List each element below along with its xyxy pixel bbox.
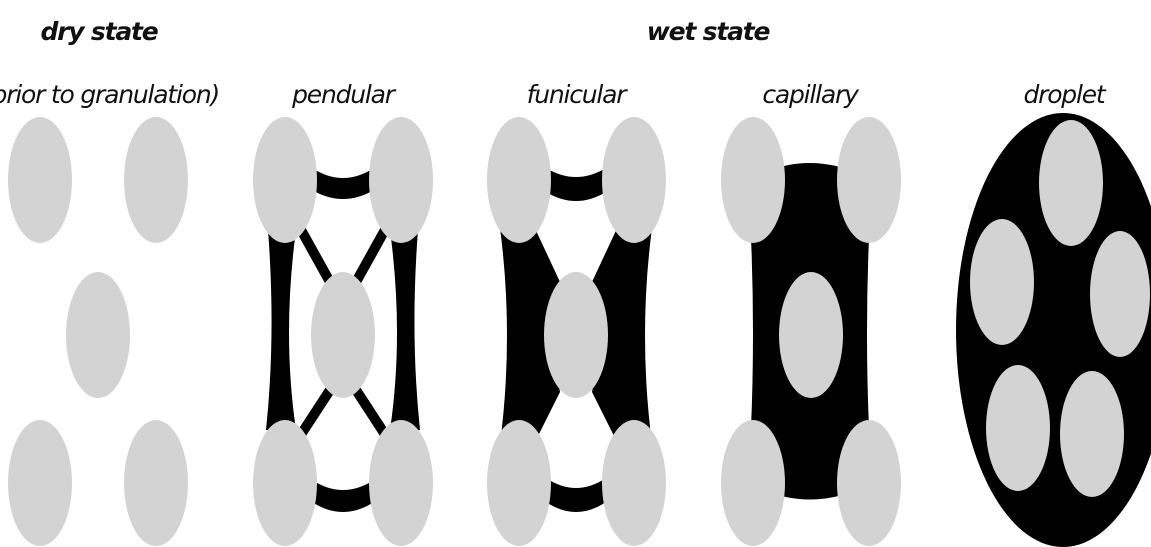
- capillary-panel: [721, 117, 901, 546]
- pendular-label: pendular: [291, 80, 397, 109]
- liquid-bridge: [312, 480, 374, 512]
- particle: [721, 420, 785, 546]
- particle: [1039, 120, 1103, 246]
- liquid-bridge: [300, 390, 330, 436]
- particle: [986, 365, 1050, 491]
- particle: [487, 420, 551, 546]
- liquid-bridge: [312, 168, 374, 199]
- dry-state-heading: dry state: [40, 17, 157, 46]
- pendular-panel: [253, 117, 433, 546]
- dry-state-panel: [8, 117, 188, 546]
- particle: [779, 272, 843, 398]
- particle: [602, 420, 666, 546]
- funicular-panel: [487, 117, 666, 546]
- particle: [1060, 371, 1124, 497]
- particle: [1090, 231, 1150, 357]
- liquid-bridge: [390, 230, 420, 430]
- particle: [602, 117, 666, 243]
- particle: [124, 420, 188, 546]
- liquid-bridge: [266, 230, 296, 430]
- liquid-bridge: [300, 228, 330, 282]
- particle: [66, 272, 130, 398]
- particle: [721, 117, 785, 243]
- particle: [837, 117, 901, 243]
- dry-state-subheading: (prior to granulation): [0, 80, 219, 109]
- capillary-label: capillary: [762, 80, 860, 109]
- particle: [253, 117, 317, 243]
- liquid-bridge: [546, 168, 606, 201]
- liquid-bridge: [356, 390, 386, 436]
- particle: [253, 420, 317, 546]
- droplet-panel: [956, 113, 1151, 547]
- particle: [837, 420, 901, 546]
- particle: [124, 117, 188, 243]
- droplet-label: droplet: [1023, 80, 1106, 109]
- particle: [8, 420, 72, 546]
- particle: [369, 420, 433, 546]
- liquid-bridge: [356, 228, 386, 282]
- particle: [8, 117, 72, 243]
- particle: [544, 272, 608, 398]
- particle: [487, 117, 551, 243]
- particle: [970, 219, 1034, 345]
- particle: [311, 272, 375, 398]
- wet-state-heading: wet state: [647, 17, 770, 46]
- particle: [369, 117, 433, 243]
- liquid-bridge: [546, 478, 606, 512]
- funicular-label: funicular: [527, 80, 629, 109]
